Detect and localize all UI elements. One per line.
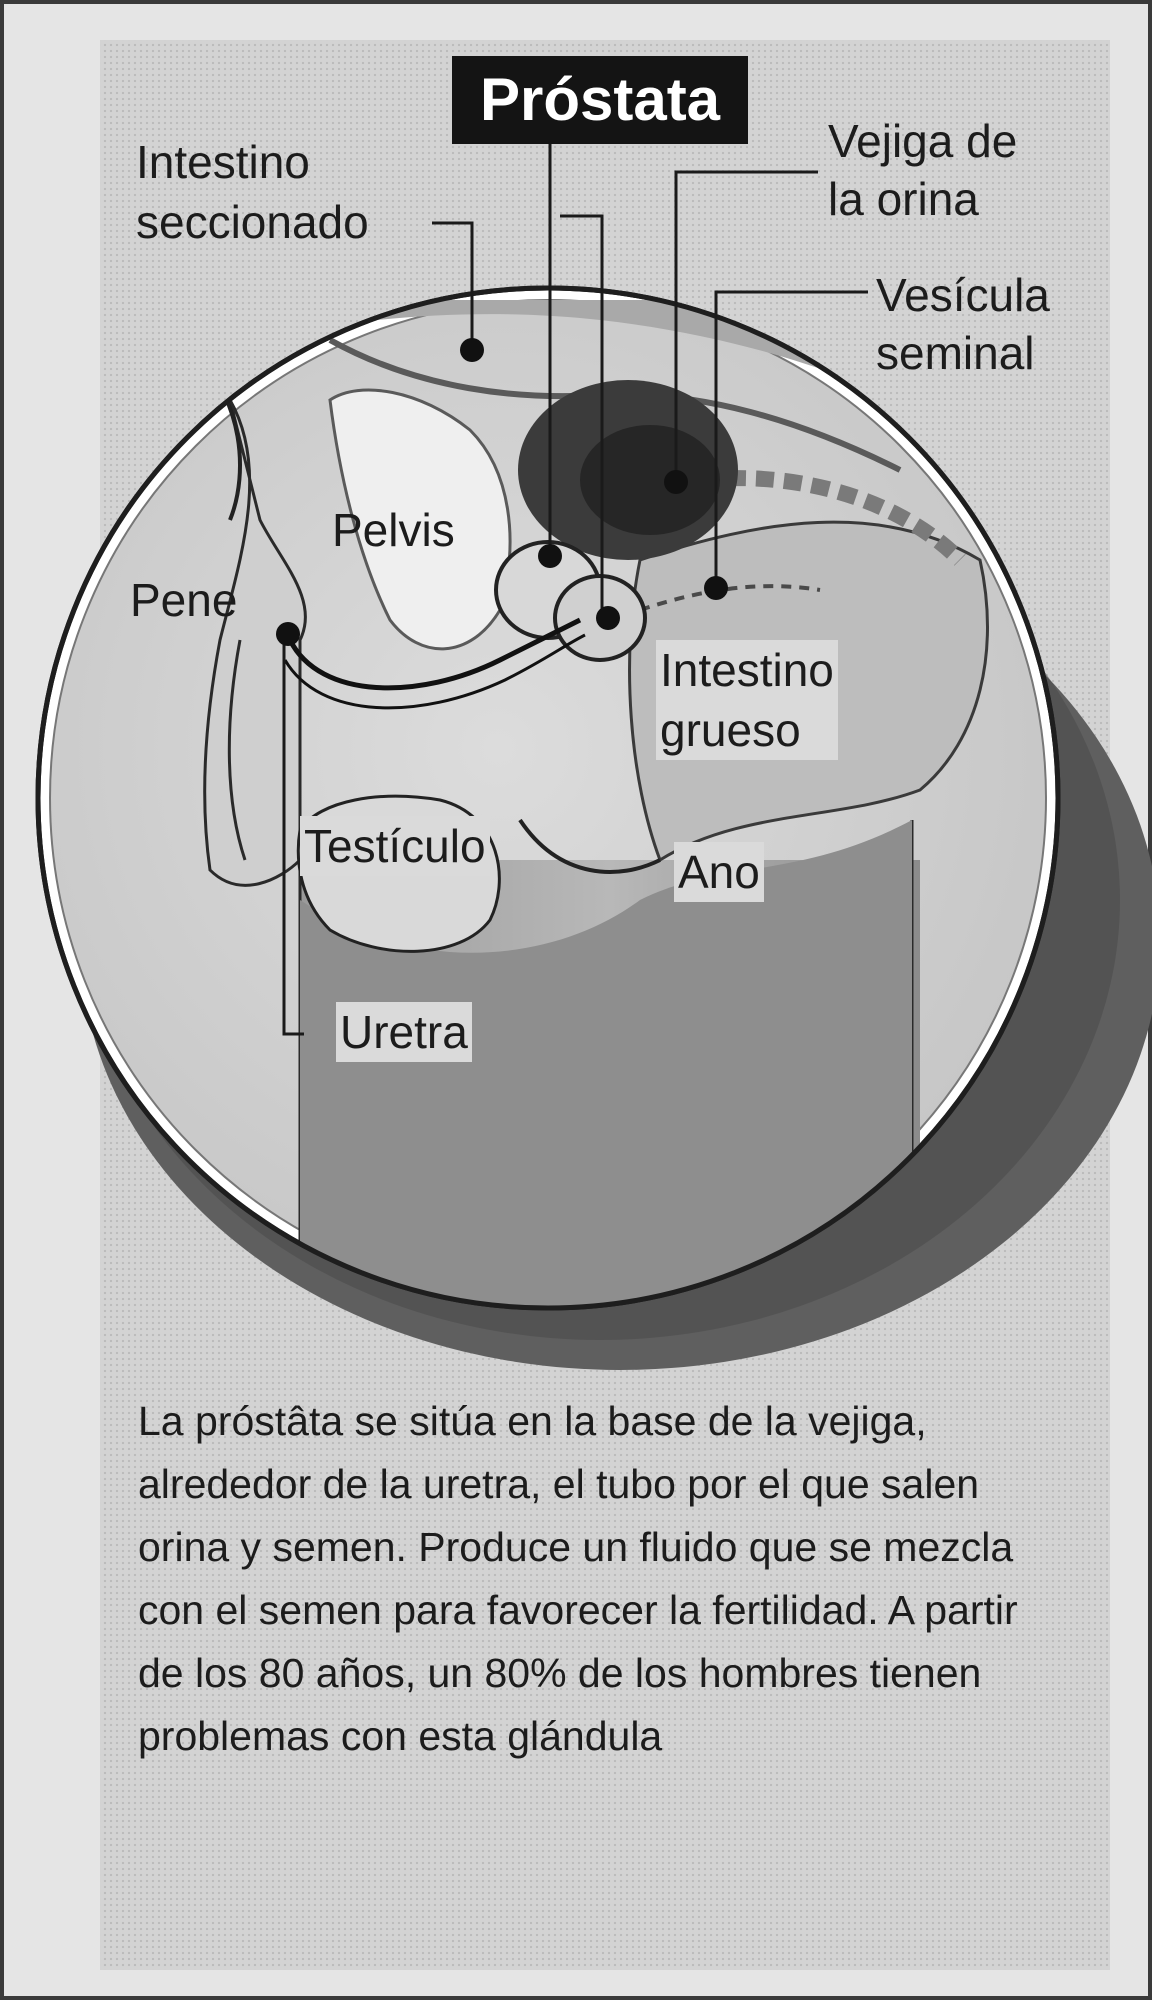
- dot-vesicula: [704, 576, 728, 600]
- anus-notch: [518, 818, 661, 874]
- label-vejiga: Vejiga de la orina: [828, 115, 1018, 225]
- leader-intestino-seccionado: [432, 221, 474, 348]
- label-vesicula: Vesícula seminal: [876, 269, 1050, 379]
- leader-dots: [276, 338, 728, 646]
- leader-lines: [282, 144, 868, 1036]
- dot-prostata-left: [538, 544, 562, 568]
- dot-intestino-seccionado: [460, 338, 484, 362]
- label-testiculo: Testículo: [300, 816, 490, 876]
- caption-text: La próstâta se sitúa en la base de la ve…: [138, 1398, 1018, 1759]
- dot-vejiga: [664, 470, 688, 494]
- urethra-tube: [287, 617, 582, 691]
- leader-vejiga: [674, 170, 818, 480]
- label-ano: Ano: [674, 842, 764, 902]
- dot-prostata-right: [596, 606, 620, 630]
- label-intestino-grueso: Intestino grueso: [656, 640, 838, 760]
- leader-prostata-right: [560, 214, 604, 618]
- label-pelvis: Pelvis: [332, 504, 455, 556]
- label-uretra: Uretra: [336, 1002, 472, 1062]
- label-pene: Pene: [130, 574, 238, 626]
- diagram-title: Próstata: [452, 56, 748, 144]
- leader-pene: [282, 632, 304, 1036]
- label-intestino-seccionado: Intestino seccionado: [136, 136, 369, 248]
- leader-vesicula: [714, 290, 868, 586]
- dot-pene: [276, 622, 300, 646]
